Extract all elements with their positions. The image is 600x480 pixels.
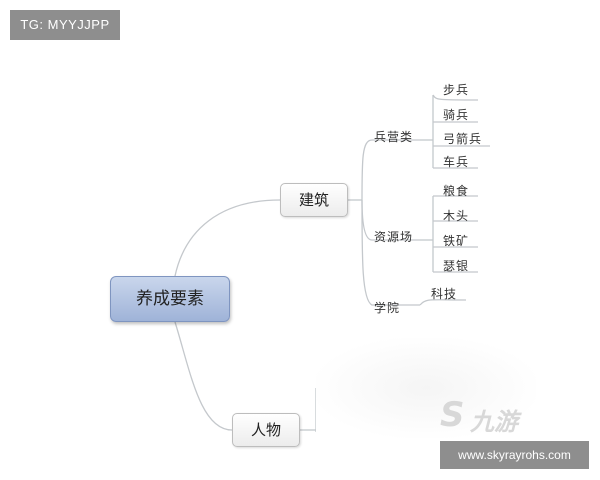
group-label-academy[interactable]: 学院 — [374, 301, 401, 315]
group-label-barracks[interactable]: 兵营类 — [374, 130, 414, 144]
url-badge: www.skyrayrohs.com — [440, 441, 589, 469]
leaf-infantry[interactable]: 步兵 — [443, 83, 470, 97]
group-label-resources[interactable]: 资源场 — [374, 230, 414, 244]
leaf-cavalry[interactable]: 骑兵 — [443, 108, 470, 122]
nine-game-logo-icon: S — [440, 395, 465, 435]
branch-node-character[interactable]: 人物 — [232, 413, 300, 447]
leaf-wood[interactable]: 木头 — [443, 209, 470, 223]
root-node[interactable]: 养成要素 — [110, 276, 230, 322]
leaf-iron[interactable]: 铁矿 — [443, 234, 470, 248]
tag-badge: TG: MYYJJPP — [10, 10, 120, 40]
leaf-silver[interactable]: 瑟银 — [443, 259, 470, 273]
leaf-archers[interactable]: 弓箭兵 — [443, 132, 483, 146]
leaf-technology[interactable]: 科技 — [431, 287, 458, 301]
watermark-text: 九游 — [470, 408, 518, 436]
blurred-region — [316, 338, 536, 438]
leaf-food[interactable]: 粮食 — [443, 184, 470, 198]
branch-node-building[interactable]: 建筑 — [280, 183, 348, 217]
leaf-chariots[interactable]: 车兵 — [443, 155, 470, 169]
